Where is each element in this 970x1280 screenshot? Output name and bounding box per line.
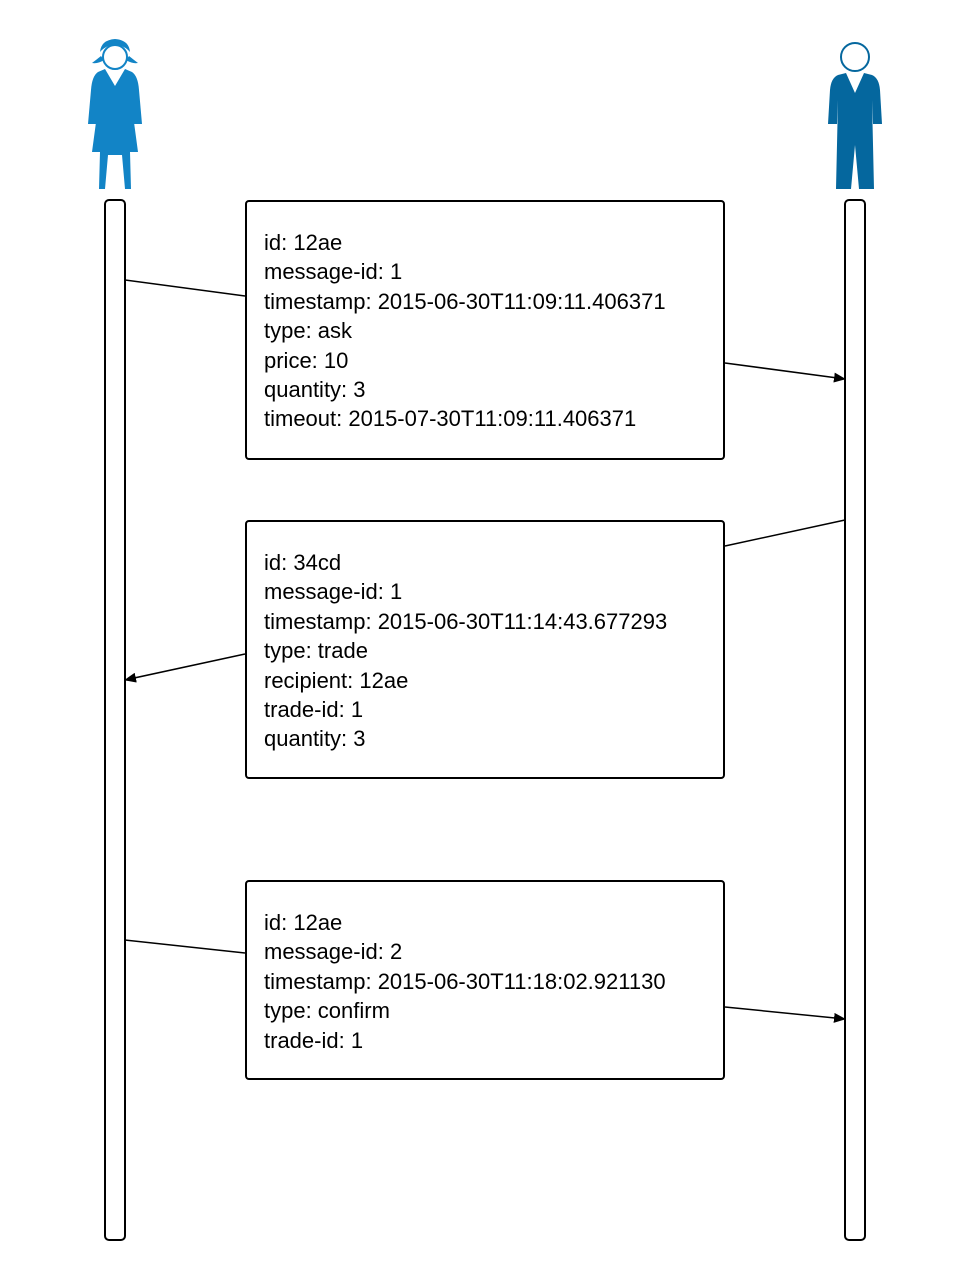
message-box: id: 12ae message-id: 2 timestamp: 2015-0… [245,880,725,1080]
message-1-arrow [724,362,846,383]
message-field: id: 12ae [264,230,343,255]
message-box: id: 12ae message-id: 1 timestamp: 2015-0… [245,200,725,460]
message-field: recipient: 12ae [264,667,409,693]
message-3-arrow [724,1006,846,1023]
lifeline-right [844,199,866,1241]
message-2-arrow [124,653,246,683]
message-field: timestamp: 2015-06-30T11:18:02.921130 [264,968,666,994]
message-field: id: 12ae [264,910,343,935]
lifeline-left [104,199,126,1241]
man-icon [828,42,882,189]
message-field: timestamp: 2015-06-30T11:09:11.406371 [264,288,666,314]
message-field: trade-id: 1 [264,697,364,723]
message-field: message-id: 1 [264,579,403,605]
message-field: id: 34cd [264,550,342,575]
message-field: price: 10 [264,347,349,373]
message-field: message-id: 1 [264,259,403,285]
message-box: id: 34cd message-id: 1 timestamp: 2015-0… [245,520,725,779]
message-field: type: ask [264,318,353,344]
woman-icon [88,39,142,189]
message-3-tail-line [124,939,246,954]
message-field: quantity: 3 [264,377,366,403]
message-field: message-id: 2 [264,939,403,965]
message-field: timeout: 2015-07-30T11:09:11.406371 [264,406,637,432]
message-2-tail-line [724,519,846,547]
message-1-tail-line [124,279,246,297]
message-field: quantity: 3 [264,726,366,752]
message-field: type: confirm [264,998,390,1024]
message-field: trade-id: 1 [264,1027,364,1053]
message-field: timestamp: 2015-06-30T11:14:43.677293 [264,608,668,634]
message-field: type: trade [264,638,368,664]
